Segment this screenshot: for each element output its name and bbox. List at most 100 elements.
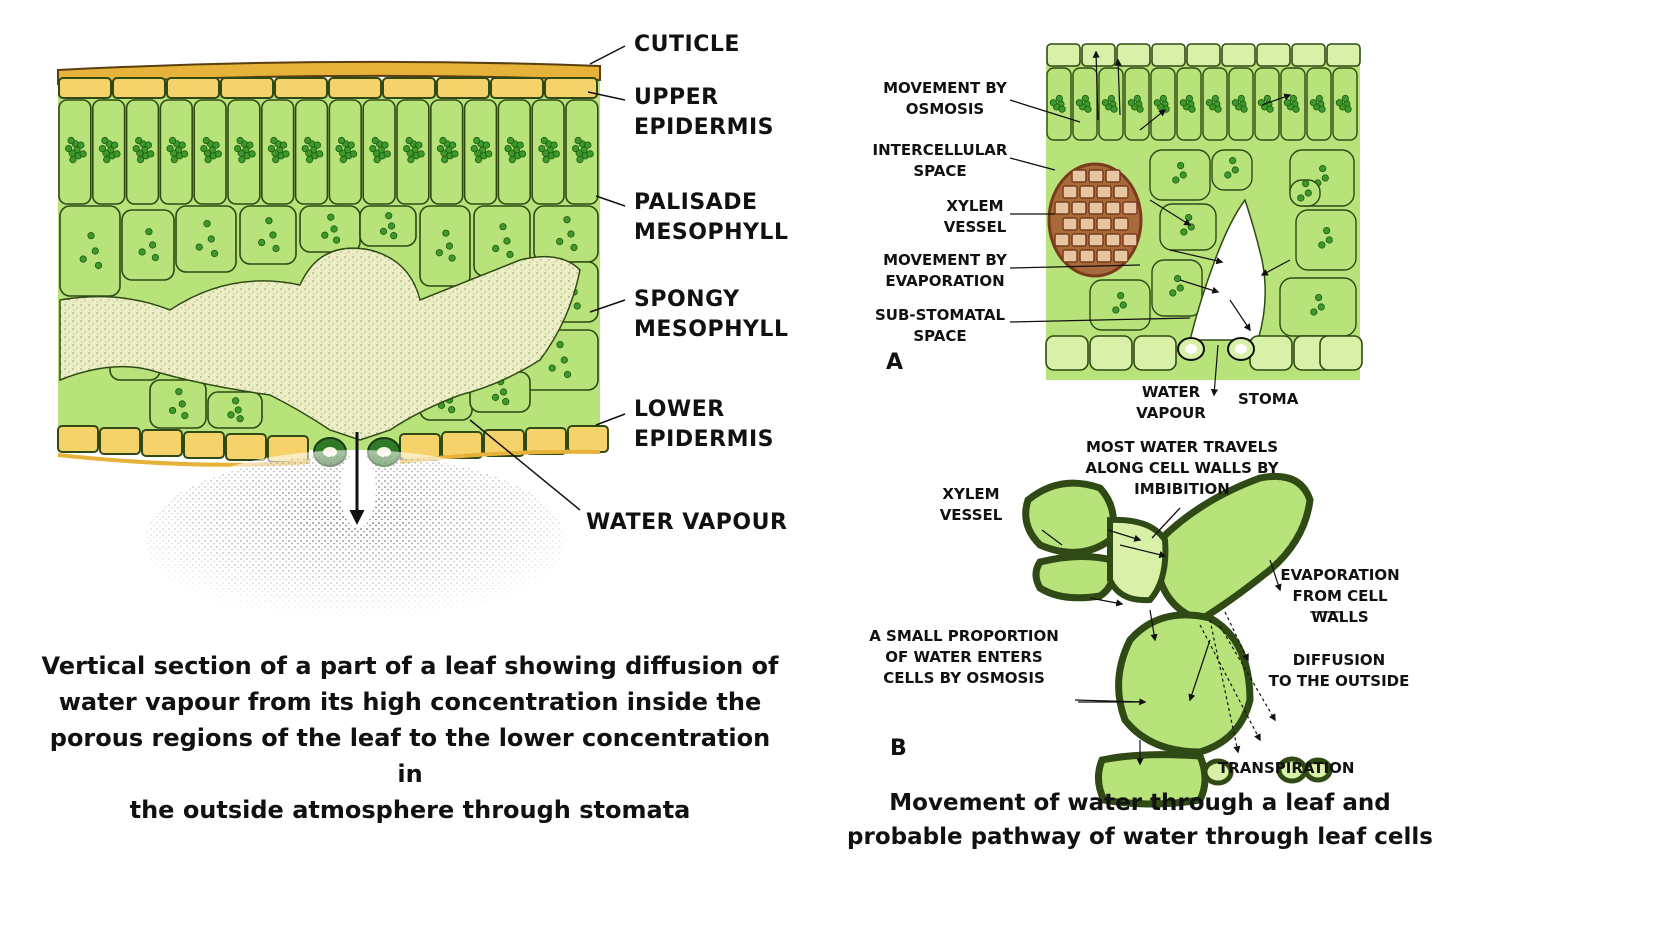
figure-a-letter: A (886, 350, 903, 375)
chloroplast (574, 303, 580, 309)
chloroplast (1293, 106, 1299, 112)
chloroplast (65, 145, 71, 151)
chloroplast (486, 151, 492, 157)
chloroplast (370, 145, 376, 151)
chloroplast (1323, 227, 1329, 233)
chloroplast (1174, 275, 1180, 281)
chloroplast (437, 145, 443, 151)
chloroplast (449, 255, 455, 261)
chloroplast (80, 151, 86, 157)
chloroplast (585, 142, 591, 148)
figure-a-epidermis-cell (1187, 44, 1220, 66)
chloroplast (1241, 106, 1247, 112)
chloroplast (385, 213, 391, 219)
chloroplast (234, 145, 240, 151)
figure-b-section (1026, 476, 1340, 804)
chloroplast (440, 137, 446, 143)
chloroplast (577, 156, 583, 162)
chloroplast (340, 156, 346, 162)
chloroplast (380, 228, 386, 234)
label-b-transpiration: TRANSPIRATION (1218, 758, 1354, 779)
chloroplast (270, 232, 276, 238)
chloroplast (1229, 157, 1235, 163)
xylem-cell (1063, 186, 1077, 198)
chloroplast (1318, 304, 1324, 310)
chloroplast (549, 365, 555, 371)
label-cuticle: CUTICLE (634, 30, 740, 60)
xylem-vessel-a (1049, 164, 1141, 276)
chloroplast (182, 412, 188, 418)
chloroplast (1137, 106, 1143, 112)
label-a-stoma: STOMA (1238, 389, 1298, 410)
chloroplast (92, 248, 98, 254)
chloroplast (1113, 307, 1119, 313)
chloroplast (237, 415, 243, 421)
chloroplast (88, 232, 94, 238)
chloroplast (1076, 100, 1082, 106)
figure-a-lower-epidermis-cell (1250, 336, 1292, 370)
chloroplast (280, 142, 286, 148)
chloroplast (204, 220, 210, 226)
figure-a-epidermis-cell (1152, 44, 1185, 66)
upper-epidermis-cell (59, 78, 111, 98)
figure-a-epidermis-cell (1257, 44, 1290, 66)
chloroplast (572, 145, 578, 151)
chloroplast (1232, 100, 1238, 106)
chloroplast (505, 145, 511, 151)
chloroplast (517, 142, 523, 148)
chloroplast (104, 156, 110, 162)
chloroplast (171, 156, 177, 162)
chloroplast (541, 137, 547, 143)
label-b-evaporation: EVAPORATION FROM CELL WALLS (1278, 565, 1402, 628)
chloroplast (483, 142, 489, 148)
figure-a-epidermis-cell (1047, 44, 1080, 66)
label-a-osmosis: MOVEMENT BY OSMOSIS (878, 78, 1012, 120)
chloroplast (556, 238, 562, 244)
chloroplast (136, 137, 142, 143)
upper-epidermis-cell (491, 78, 543, 98)
chloroplast (314, 142, 320, 148)
chloroplast (416, 142, 422, 148)
label-a-water-vapour: WATER VAPOUR (1134, 382, 1208, 424)
chloroplast (213, 142, 219, 148)
chloroplast (247, 142, 253, 148)
chloroplast (1322, 175, 1328, 181)
label-b-most-water: MOST WATER TRAVELS ALONG CELL WALLS BY I… (1082, 437, 1282, 500)
chloroplast (201, 145, 207, 151)
chloroplast (268, 145, 274, 151)
chloroplast (328, 214, 334, 220)
chloroplast (317, 151, 323, 157)
chloroplast (1342, 95, 1348, 101)
figure-a-lower-epidermis-cell (1046, 336, 1088, 370)
label-b-diffusion: DIFFUSION TO THE OUTSIDE (1262, 650, 1416, 692)
chloroplast (384, 151, 390, 157)
xylem-cell (1072, 170, 1086, 182)
label-a-intercellular: INTERCELLULAR SPACE (868, 140, 1012, 182)
chloroplast (152, 254, 158, 260)
upper-epidermis-cell (437, 78, 489, 98)
chloroplast (571, 244, 577, 250)
chloroplast (1160, 95, 1166, 101)
chloroplast (442, 156, 448, 162)
chloroplast (452, 151, 458, 157)
chloroplast (133, 145, 139, 151)
chloroplast (557, 341, 563, 347)
lower-epidermis-cell (58, 426, 98, 452)
chloroplast (179, 401, 185, 407)
xylem-cell (1106, 170, 1120, 182)
chloroplast (502, 398, 508, 404)
chloroplast (1050, 100, 1056, 106)
chloroplast (1298, 195, 1304, 201)
upper-epidermis-cell (383, 78, 435, 98)
xylem-cell (1097, 218, 1111, 230)
chloroplast (1177, 285, 1183, 291)
chloroplast (196, 244, 202, 250)
chloroplast (273, 156, 279, 162)
figure-a-epidermis-cell (1292, 44, 1325, 66)
chloroplast (449, 142, 455, 148)
xylem-cell (1114, 218, 1128, 230)
chloroplast (1180, 100, 1186, 106)
label-a-xylem: XYLEM VESSEL (938, 196, 1012, 238)
chloroplast (1056, 95, 1062, 101)
chloroplast (436, 250, 442, 256)
